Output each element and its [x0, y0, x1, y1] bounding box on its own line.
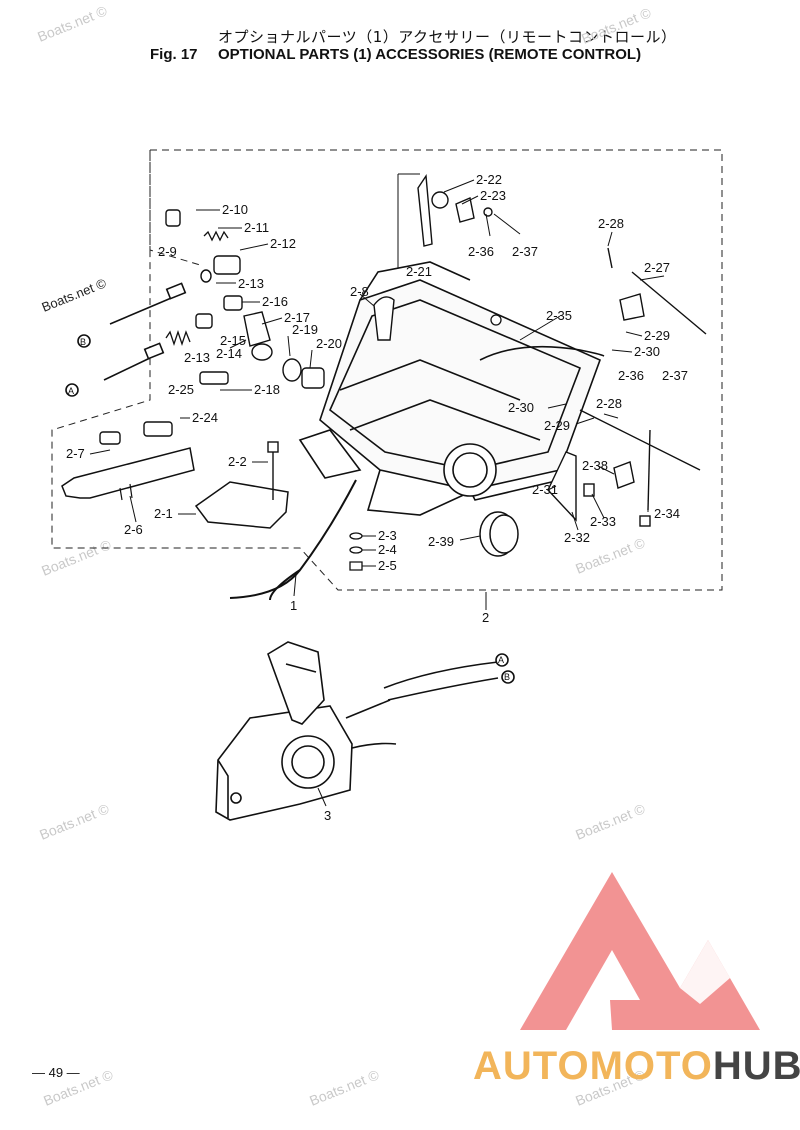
brand-part-1: AUTOMOTO: [473, 1044, 713, 1088]
callout-2-9: 2-9: [158, 244, 177, 259]
callout-2-36b: 2-36: [618, 368, 644, 383]
callout-2-7: 2-7: [66, 446, 85, 461]
brand-wordmark[interactable]: AUTOMOTOHUB: [473, 1044, 800, 1089]
callout-2-10: 2-10: [222, 202, 248, 217]
assembly-boundary: [51, 149, 723, 591]
callout-2-27: 2-27: [644, 260, 670, 275]
callout-2-23: 2-23: [480, 188, 506, 203]
watermark: Boats.net ©: [39, 536, 114, 579]
callout-2-22: 2-22: [476, 172, 502, 187]
callout-2-35: 2-35: [546, 308, 572, 323]
watermark-dark: Boats.net ©: [40, 275, 109, 315]
figure-title: OPTIONAL PARTS (1) ACCESSORIES (REMOTE C…: [218, 46, 642, 63]
callout-2-1: 2-1: [154, 506, 173, 521]
bracket-detail: [119, 483, 133, 501]
mark-b: B: [504, 672, 510, 682]
callout-2-15: 2-15: [220, 333, 246, 348]
callout-2-11: 2-11: [244, 220, 269, 235]
remote-control-box-3: [215, 641, 515, 821]
small-parts: [99, 209, 325, 445]
watermark: Boats.net ©: [37, 800, 112, 843]
watermark: Boats.net ©: [35, 2, 110, 45]
callout-2-24: 2-24: [192, 410, 218, 425]
callout-2-25: 2-25: [168, 382, 194, 397]
automotohub-logo-icon: [520, 872, 760, 1030]
assembly-boundary-inner: [149, 150, 201, 266]
callout-2-39: 2-39: [428, 534, 454, 549]
washers-nut: [349, 532, 363, 571]
watermark: Boats.net ©: [307, 1066, 382, 1109]
callout-2-21: 2-21: [406, 264, 432, 279]
callout-2-32: 2-32: [564, 530, 590, 545]
watermark-group: Boats.net © Boats.net © Boats.net © Boat…: [35, 2, 654, 1109]
watermark: Boats.net ©: [579, 4, 654, 47]
callout-2-37: 2-37: [512, 244, 538, 259]
mark-b: B: [80, 337, 86, 347]
plate-2-1: [194, 481, 289, 529]
mark-a: A: [498, 655, 504, 665]
callout-2-8: 2-8: [350, 284, 369, 299]
wire-harness-1: [229, 479, 357, 599]
callout-2-20: 2-20: [316, 336, 342, 351]
callout-2-28b: 2-28: [596, 396, 622, 411]
top-clip-parts: [417, 173, 493, 247]
callout-2-30b: 2-30: [508, 400, 534, 415]
watermark: Boats.net ©: [573, 800, 648, 843]
callout-2-6: 2-6: [124, 522, 143, 537]
callout-2-12: 2-12: [270, 236, 296, 251]
callout-2-4: 2-4: [378, 542, 397, 557]
callout-2-13: 2-13: [184, 350, 210, 365]
callout-2-36: 2-36: [468, 244, 494, 259]
mark-a: A: [68, 386, 74, 396]
callout-2: 2: [482, 610, 489, 625]
callout-labels: 2-10 2-11 2-12 2-9 2-13 2-16 2-17 2-15 2…: [66, 172, 688, 823]
callout-2-18: 2-18: [254, 382, 280, 397]
japanese-title: オプショナルパーツ（1）アクセサリー（リモートコントロール）: [218, 28, 677, 46]
callout-2-14: 2-14: [216, 346, 242, 361]
callout-2-34: 2-34: [654, 506, 680, 521]
bracket-2-6: [61, 447, 195, 499]
pin: [490, 314, 502, 326]
lever-2-8: [373, 296, 395, 341]
callout-2-33: 2-33: [590, 514, 616, 529]
callout-2-13: 2-13: [238, 276, 264, 291]
throttle-shift-links: [65, 282, 187, 397]
leader-lines: [89, 173, 665, 807]
right-linkage: [547, 247, 707, 527]
callout-2-2: 2-2: [228, 454, 247, 469]
callout-2-29b: 2-29: [544, 418, 570, 433]
wire-branch: [269, 569, 301, 601]
callout-2-37b: 2-37: [662, 368, 688, 383]
callout-2-38: 2-38: [582, 458, 608, 473]
callout-2-3: 2-3: [378, 528, 397, 543]
callout-2-5: 2-5: [378, 558, 397, 573]
callout-2-31: 2-31: [532, 482, 558, 497]
callout-1: 1: [290, 598, 297, 613]
grommet-2-39: [479, 511, 519, 557]
callout-2-28: 2-28: [598, 216, 624, 231]
callout-2-16: 2-16: [262, 294, 288, 309]
brand-part-2: HUB: [712, 1044, 800, 1088]
figure-number: Fig. 17: [150, 46, 198, 63]
page-number: — 49 —: [32, 1065, 80, 1080]
callout-3: 3: [324, 808, 331, 823]
springs: [165, 230, 229, 347]
cable-2-35: [479, 345, 605, 361]
callout-2-30: 2-30: [634, 344, 660, 359]
callout-2-29: 2-29: [644, 328, 670, 343]
callout-2-17: 2-17: [284, 310, 310, 325]
bolt-2-2: [267, 441, 279, 500]
callout-2-19: 2-19: [292, 322, 318, 337]
